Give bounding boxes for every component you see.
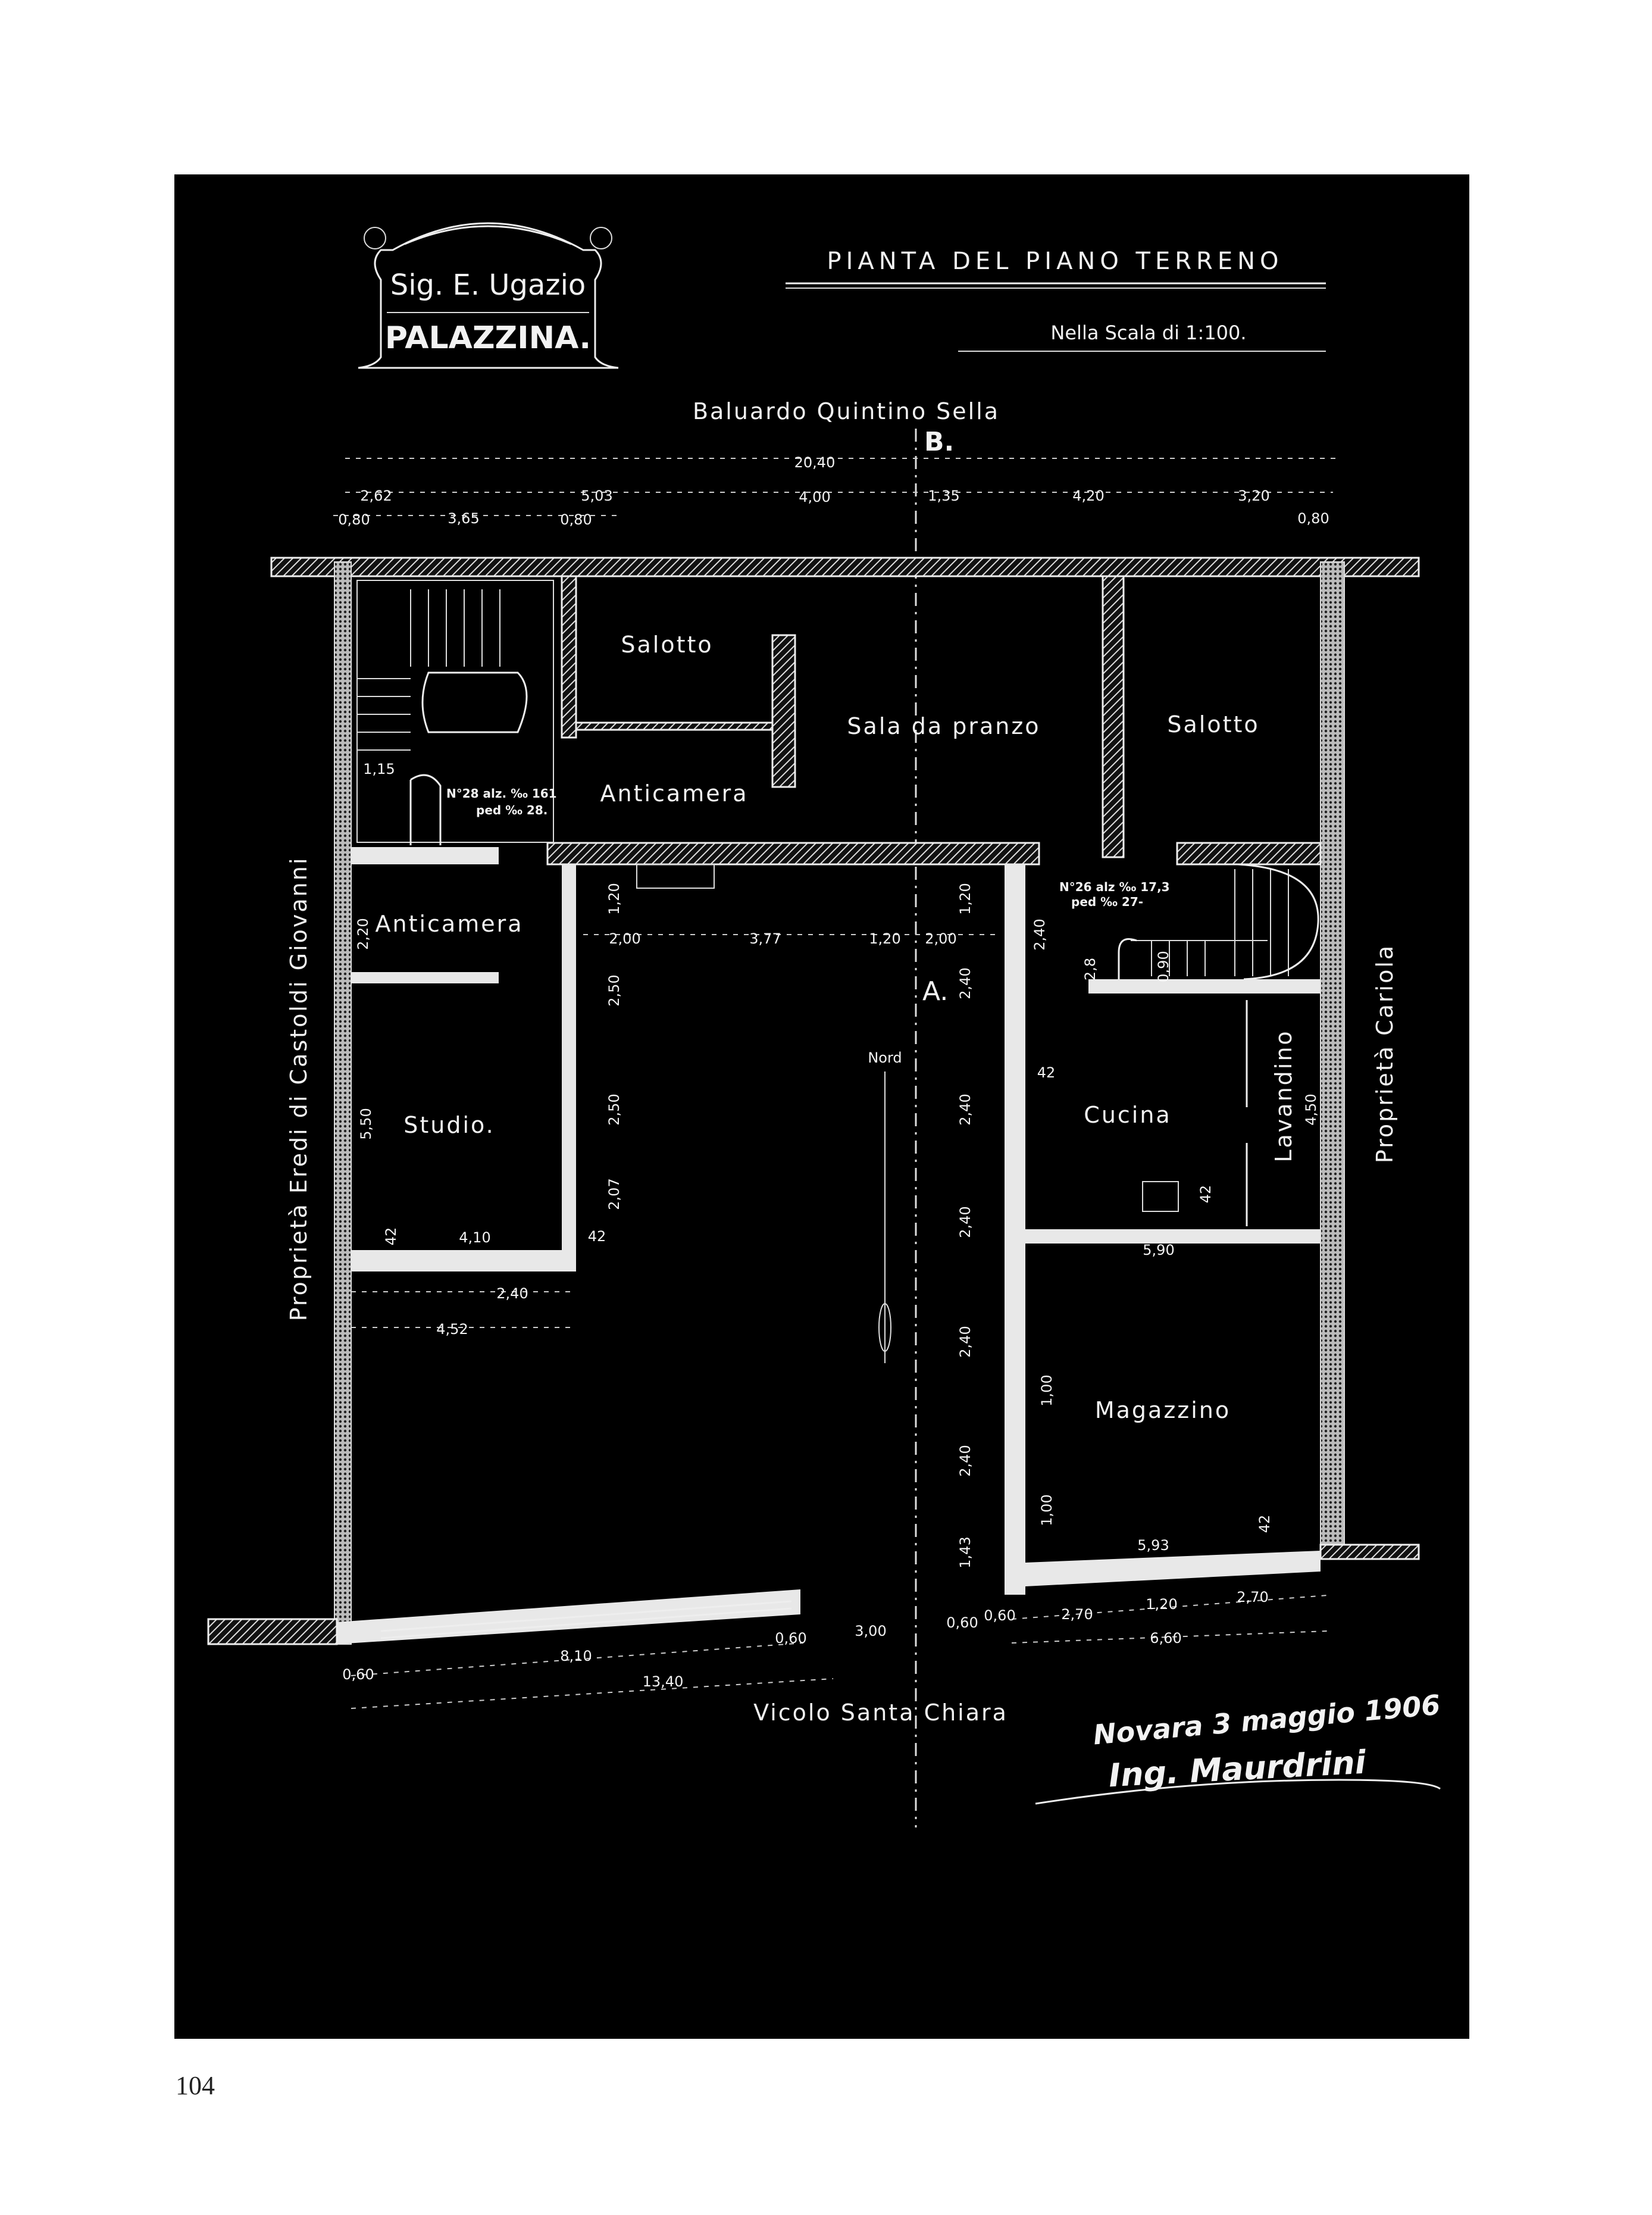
dim-label: 4,10 [459,1229,490,1246]
stove-icon [1142,1181,1179,1212]
dim-label: 1,20 [957,883,974,914]
section-mark-a: A. [922,976,948,1007]
dim-label: 2,8 [1082,958,1099,980]
dim-label: 3,77 [749,930,781,947]
walls [207,557,1420,1645]
dim-label: 2,20 [355,918,371,949]
room-anticamera-center: Anticamera [600,780,748,807]
stair-note-left-2: ped ‰ 28. [476,803,547,817]
dim-label: 8,10 [560,1648,592,1664]
dim-label: 1,00 [1038,1494,1055,1526]
room-anticamera-left: Anticamera [375,911,523,937]
dim-label: 4,00 [799,489,830,505]
dim-label: 0,60 [775,1630,806,1647]
dim-label: 5,90 [1143,1242,1174,1258]
dim-label: 2,50 [606,974,622,1006]
dim-label: 0,60 [946,1614,978,1631]
dim-label: 1,20 [1146,1596,1177,1613]
right-staircase [1118,863,1319,980]
dim-label: 4,20 [1072,488,1104,504]
north-arrow-head [878,1303,891,1352]
street-bottom: Vicolo Santa Chiara [753,1699,1008,1726]
dim-label: 2,40 [957,1326,974,1357]
room-sala-pranzo: Sala da pranzo [847,713,1040,739]
stair-note-right-1: N°26 alz ‰ 17,3 [1059,880,1170,894]
dim-label: 4,52 [436,1321,468,1338]
left-staircase [356,580,554,845]
dim-label: 3,20 [1238,488,1269,504]
room-salotto-left: Salotto [621,632,713,658]
logo-cartouche: Sig. E. Ugazio PALAZZINA. [358,222,619,369]
dim-label: 1,20 [606,883,622,914]
dim-label: 2,00 [925,930,956,947]
dim-label: 1,35 [928,488,959,504]
dim-label: 2,40 [957,1094,974,1125]
dim-label: 1,15 [363,761,395,777]
dim-label: 5,50 [358,1108,374,1139]
dim-label: 0,60 [342,1666,374,1683]
dim-label: 2,00 [609,930,640,947]
dim-label: 2,62 [360,488,392,504]
blueprint-background [174,174,1469,2039]
dim-label: 1,43 [957,1536,974,1568]
page-number: 104 [176,2071,215,2100]
dim-label: 2,40 [957,1445,974,1476]
dim-label: 2,50 [606,1094,622,1125]
vertical-dimension-labels: 1,20 2,50 2,50 2,07 1,20 2,40 2,40 2,40 … [355,883,1319,1568]
stair-note-left-1: N°28 alz. ‰ 161 [446,786,557,801]
dim-label: 2,40 [957,1206,974,1238]
dim-label: 2,40 [957,967,974,999]
dim-label: 0,60 [984,1607,1015,1624]
dimension-labels: 20,40 2,62 5,03 4,00 1,35 4,20 3,20 0,80… [338,454,1329,1690]
logo-owner: Sig. E. Ugazio [390,268,586,302]
dim-label: 1,20 [869,930,900,947]
street-top: Baluardo Quintino Sella [693,398,1000,424]
dim-label: 42 [383,1227,399,1246]
dim-label: 5,03 [581,488,612,504]
dim-label: 0,80 [560,511,592,528]
dim-label: 2,70 [1061,1606,1093,1623]
signature-flourish [1035,1779,1441,1805]
room-magazzino: Magazzino [1095,1397,1231,1423]
stair-note-right-2: ped ‰ 27- [1071,895,1143,909]
door-fixture [636,864,715,889]
dim-label: 42 [588,1228,606,1245]
bottom-window [380,1600,792,1639]
dim-label: 3,00 [855,1623,886,1639]
dim-label: 0,80 [1297,510,1329,527]
dim-label: 2,40 [496,1285,528,1302]
neighbor-right: Proprietà Cariola [1372,944,1398,1163]
room-salotto-right: Salotto [1167,711,1259,738]
section-mark-b: B. [924,427,954,457]
scale-note: Nella Scala di 1:100. [1050,321,1246,344]
dim-label: 42 [1256,1515,1273,1533]
dim-label: 42 [1037,1064,1056,1081]
dim-label: 20,40 [794,454,836,471]
dim-label: 42 [1197,1185,1214,1204]
room-studio: Studio. [403,1112,495,1138]
dim-label: 4,50 [1303,1094,1319,1125]
dim-label: 2,07 [606,1178,622,1210]
plan-title: PIANTA DEL PIANO TERRENO [827,248,1283,275]
dim-label: 13,40 [643,1673,684,1690]
dim-label: 1,00 [1038,1374,1055,1406]
dim-label: 6,60 [1150,1630,1181,1647]
room-lavandino: Lavandino [1271,1029,1297,1162]
dim-label: 2,40 [1031,919,1048,950]
neighbor-left: Proprietà Eredi di Castoldi Giovanni [286,857,312,1321]
dim-label: 3,65 [448,510,479,527]
logo-building: PALAZZINA. [385,320,591,356]
dim-label: 5,93 [1137,1537,1169,1554]
north-label: Nord [868,1049,902,1066]
dim-label: 0,80 [338,511,370,528]
dim-label: 2,70 [1237,1589,1268,1605]
dim-line-bottom [351,1642,804,1676]
room-cucina: Cucina [1084,1102,1171,1128]
dim-label: 0,90 [1155,951,1172,982]
